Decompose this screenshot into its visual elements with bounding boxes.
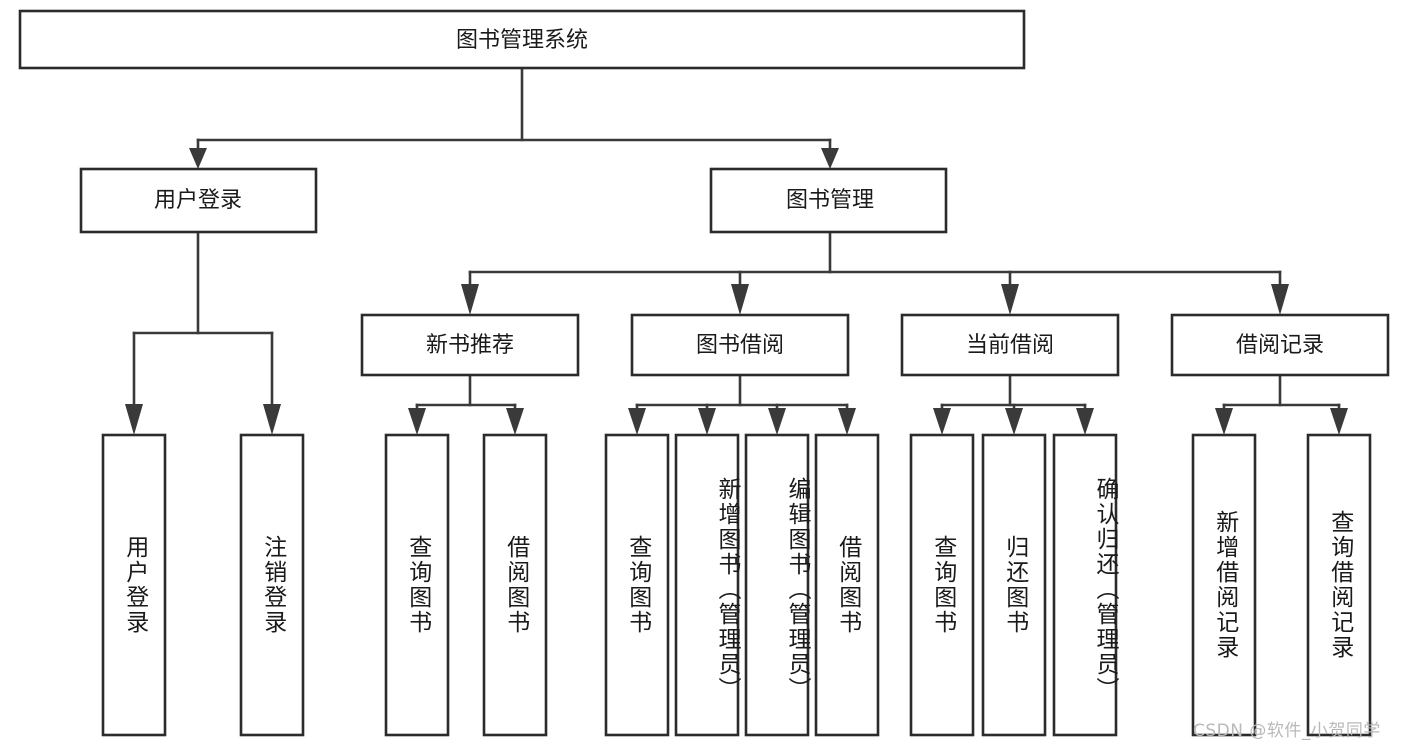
node-leaf-return-book-box[interactable] [981, 433, 1047, 737]
leaf-box-layer [101, 433, 1372, 737]
node-leaf-borrow-book-recommend-box[interactable] [482, 433, 548, 737]
arrow-head-book-management [821, 148, 839, 169]
node-leaf-query-book-current-box[interactable] [909, 433, 975, 737]
arrow-head-leaf-borrow-book [838, 408, 856, 435]
node-new-book-recommend-box[interactable] [360, 313, 580, 377]
node-new-book-recommend[interactable]: 新书推荐 [360, 313, 580, 377]
arrow-head-leaf-query-borrow-record [1330, 408, 1348, 435]
arrow-head-user-login [189, 148, 207, 169]
connector-layer [125, 66, 1348, 435]
arrow-head-leaf-query-book-current [933, 408, 951, 435]
arrow-head-book-borrow [731, 284, 749, 315]
node-book-borrow[interactable]: 图书借阅 [630, 313, 850, 377]
node-leaf-logout-box[interactable] [239, 433, 305, 737]
node-leaf-borrow-book-box[interactable] [814, 433, 880, 737]
node-book-borrow-label: 图书借阅 [696, 333, 784, 358]
node-leaf-query-borrow-record-box[interactable] [1306, 433, 1372, 737]
node-current-borrow-label: 当前借阅 [966, 333, 1054, 358]
arrow-head-leaf-add-book [698, 408, 716, 435]
node-user-login[interactable]: 用户登录 [79, 167, 318, 234]
node-leaf-add-borrow-record-box[interactable] [1191, 433, 1257, 737]
arrow-head-borrow-record [1271, 284, 1289, 315]
node-book-management-label: 图书管理 [786, 188, 874, 213]
node-user-login-box[interactable] [79, 167, 318, 234]
arrow-head-leaf-logout [263, 404, 281, 435]
node-user-login-label: 用户登录 [154, 188, 242, 213]
arrow-head-leaf-borrow-book-recommend [506, 408, 524, 435]
node-book-management-box[interactable] [709, 167, 948, 234]
node-borrow-record-box[interactable] [1170, 313, 1390, 377]
node-current-borrow-box[interactable] [900, 313, 1120, 377]
arrow-head-new-book-recommend [461, 284, 479, 315]
csdn-watermark: CSDN @软件_小贺同学 [1193, 721, 1381, 741]
node-root-box[interactable] [18, 9, 1026, 70]
node-borrow-record-label: 借阅记录 [1236, 333, 1324, 358]
node-borrow-record[interactable]: 借阅记录 [1170, 313, 1390, 377]
arrow-head-leaf-return-book [1005, 408, 1023, 435]
node-leaf-user-login-box[interactable] [101, 433, 167, 737]
arrow-head-current-borrow [1001, 284, 1019, 315]
node-root-label: 图书管理系统 [456, 28, 588, 53]
node-leaf-query-book-borrow-box[interactable] [604, 433, 670, 737]
node-leaf-confirm-return-box[interactable] [1052, 433, 1118, 737]
arrow-head-leaf-confirm-return [1076, 408, 1094, 435]
arrow-head-leaf-query-book-borrow [628, 408, 646, 435]
arrow-head-leaf-query-book-recommend [408, 408, 426, 435]
node-current-borrow[interactable]: 当前借阅 [900, 313, 1120, 377]
node-leaf-edit-book-box[interactable] [744, 433, 810, 737]
node-root[interactable]: 图书管理系统 [18, 9, 1026, 70]
arrow-head-leaf-edit-book [768, 408, 786, 435]
arrow-head-leaf-user-login [125, 404, 143, 435]
node-leaf-query-book-recommend-box[interactable] [384, 433, 450, 737]
node-new-book-recommend-label: 新书推荐 [426, 333, 514, 358]
node-book-borrow-box[interactable] [630, 313, 850, 377]
node-leaf-add-book-box[interactable] [674, 433, 740, 737]
node-book-management[interactable]: 图书管理 [709, 167, 948, 234]
arrow-head-leaf-add-borrow-record [1215, 408, 1233, 435]
